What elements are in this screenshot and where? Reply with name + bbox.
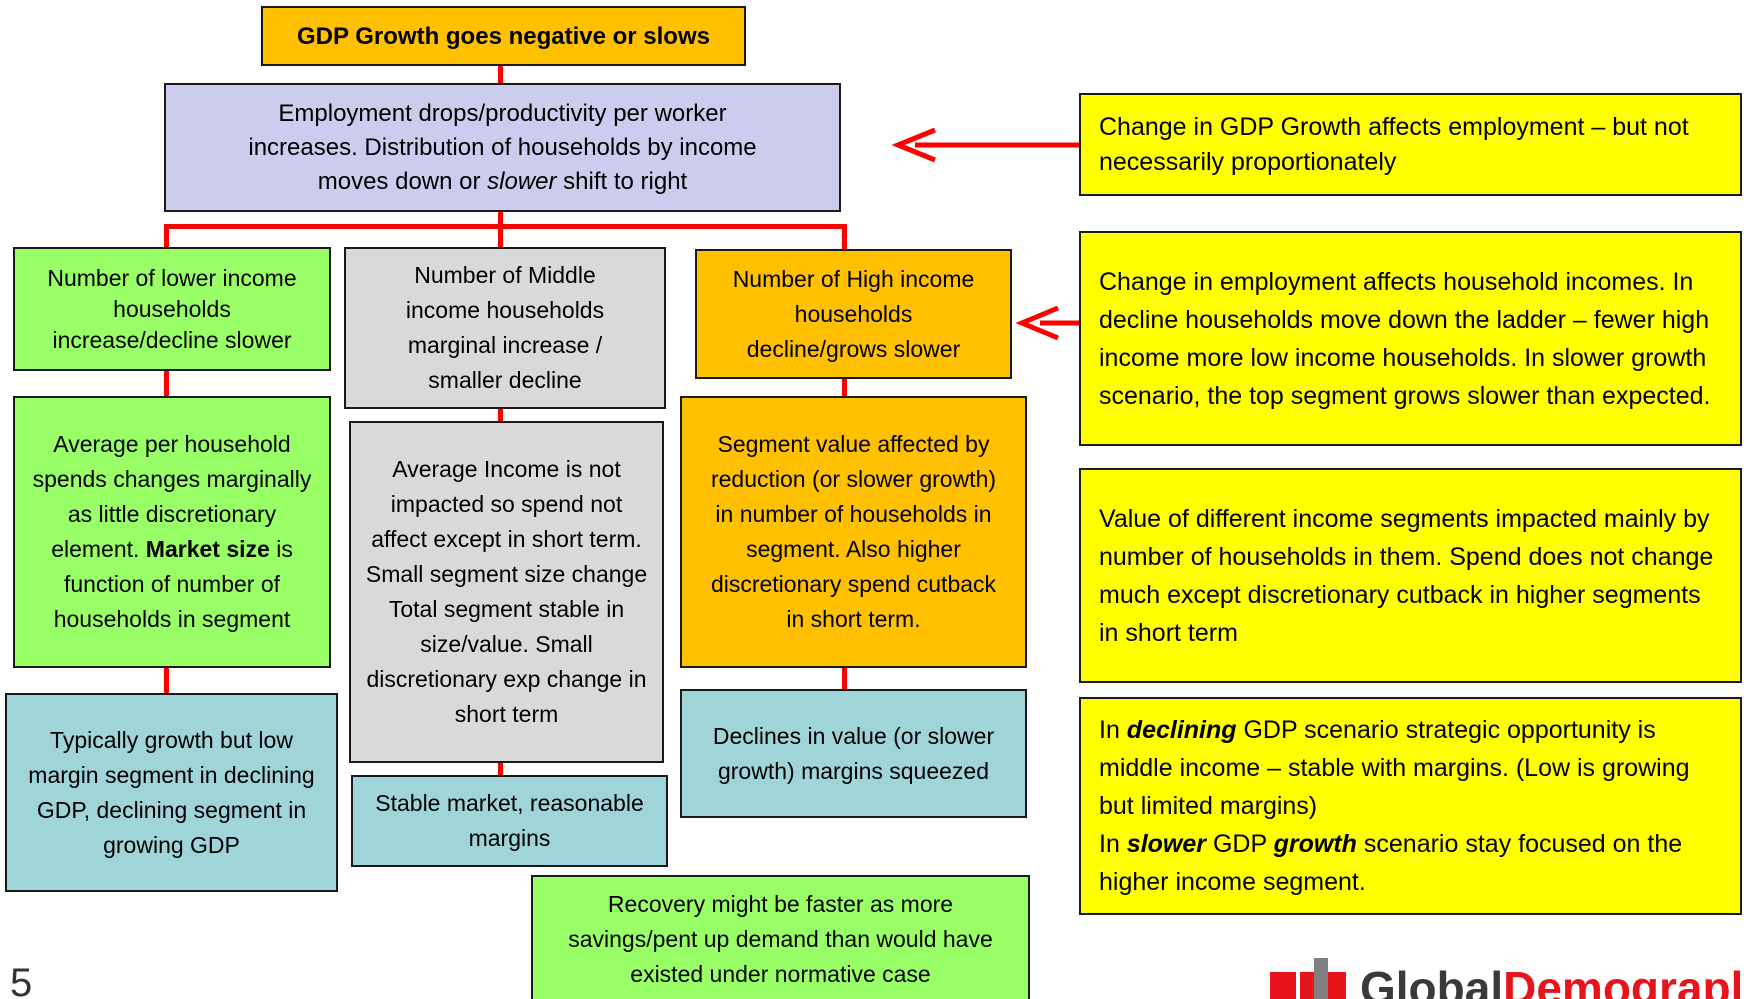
- connector-middle-1: [498, 407, 503, 422]
- recovery-text: Recovery might be faster as more savings…: [568, 891, 993, 987]
- note-gdp-employment-text: Change in GDP Growth affects employment …: [1099, 112, 1689, 176]
- connector-lower-1: [164, 369, 169, 397]
- recovery-box: Recovery might be faster as more savings…: [531, 875, 1030, 999]
- high-income-outcome-box: Declines in value (or slower growth) mar…: [680, 689, 1027, 818]
- note-strategy-p2a: In: [1099, 830, 1127, 858]
- note-segment-value: Value of different income segments impac…: [1079, 468, 1742, 683]
- middle-income-count-box: Number of Middle income households margi…: [344, 247, 666, 409]
- high-income-count-text: Number of High income households decline…: [732, 265, 975, 362]
- connector-top: [498, 64, 503, 85]
- lower-income-spend-box: Average per household spends changes mar…: [13, 396, 331, 668]
- arrow-high-income: [1015, 305, 1080, 341]
- connector-to-high: [842, 224, 847, 250]
- high-income-count-box: Number of High income households decline…: [695, 249, 1012, 379]
- note-strategy-p1c: GDP scenario strategic opportunity is mi…: [1099, 716, 1690, 820]
- note-strategy-slower-em: slower: [1126, 830, 1206, 858]
- connector-middle-2: [498, 761, 503, 776]
- logo-global: Global: [1360, 962, 1504, 999]
- note-strategy-p1a: In: [1099, 716, 1127, 744]
- note-strategy-p2c: GDP: [1206, 830, 1274, 858]
- gdp-growth-title: GDP Growth goes negative or slows: [297, 22, 710, 50]
- logo-mark-icon: [1270, 958, 1346, 999]
- connector-lower-2: [164, 666, 169, 694]
- note-employment-income-text: Change in employment affects household i…: [1099, 267, 1711, 410]
- employment-line3-pre: moves down or: [317, 167, 488, 195]
- high-income-value-text: Segment value affected by reduction (or …: [710, 431, 997, 632]
- connector-to-lower: [164, 224, 169, 248]
- connector-high-1: [842, 377, 847, 397]
- connector-branch-horizontal: [164, 224, 847, 229]
- note-segment-value-text: Value of different income segments impac…: [1099, 504, 1714, 647]
- employment-box: Employment drops/productivity per worker…: [164, 83, 841, 212]
- note-strategy-declining-em: declining: [1126, 716, 1237, 744]
- connector-branch-stem: [498, 210, 503, 227]
- high-income-value-box: Segment value affected by reduction (or …: [680, 396, 1027, 668]
- employment-line1: Employment drops/productivity per worker: [278, 99, 727, 127]
- company-logo: GlobalDemographics: [1270, 958, 1740, 999]
- lower-market-size: Market size: [145, 536, 270, 562]
- middle-income-avg-box: Average Income is not impacted so spend …: [349, 421, 664, 763]
- lower-income-outcome-box: Typically growth but low margin segment …: [5, 693, 338, 892]
- note-strategy-declining: In declining GDP scenario strategic oppo…: [1099, 711, 1722, 825]
- note-strategy: In declining GDP scenario strategic oppo…: [1079, 697, 1742, 915]
- employment-line3-post: shift to right: [556, 167, 688, 195]
- connector-high-2: [842, 666, 847, 690]
- lower-spend-post: is function of number of households in s…: [53, 536, 293, 632]
- logo-demographics: Demographics: [1503, 962, 1740, 999]
- connector-to-middle: [498, 224, 503, 248]
- middle-income-count-text: Number of Middle income households margi…: [405, 262, 605, 393]
- note-strategy-slower: In slower GDP growth scenario stay focus…: [1099, 825, 1722, 901]
- lower-spend-text: Average per household spends changes mar…: [32, 431, 312, 562]
- arrow-employment: [891, 127, 1080, 163]
- high-outcome-text: Declines in value (or slower growth) mar…: [712, 722, 995, 784]
- note-employment-income: Change in employment affects household i…: [1079, 231, 1742, 446]
- page-number: 5: [10, 961, 33, 999]
- middle-outcome-text: Stable market, reasonable margins: [375, 790, 644, 851]
- gdp-growth-box: GDP Growth goes negative or slows: [261, 6, 746, 66]
- employment-line3-em: slower: [487, 167, 557, 195]
- lower-outcome-text: Typically growth but low margin segment …: [28, 726, 315, 858]
- middle-income-outcome-box: Stable market, reasonable margins: [351, 775, 668, 867]
- note-gdp-employment: Change in GDP Growth affects employment …: [1079, 93, 1742, 196]
- lower-income-count-text: Number of lower income households increa…: [47, 264, 297, 353]
- employment-line2: increases. Distribution of households by…: [248, 133, 757, 161]
- note-strategy-p2e: scenario stay focused on the higher inco…: [1099, 830, 1683, 896]
- note-strategy-growth-em: growth: [1273, 830, 1357, 858]
- logo-wordmark: GlobalDemographics: [1360, 958, 1740, 999]
- middle-income-avg-text: Average Income is not impacted so spend …: [365, 456, 648, 727]
- lower-income-count-box: Number of lower income households increa…: [13, 247, 331, 371]
